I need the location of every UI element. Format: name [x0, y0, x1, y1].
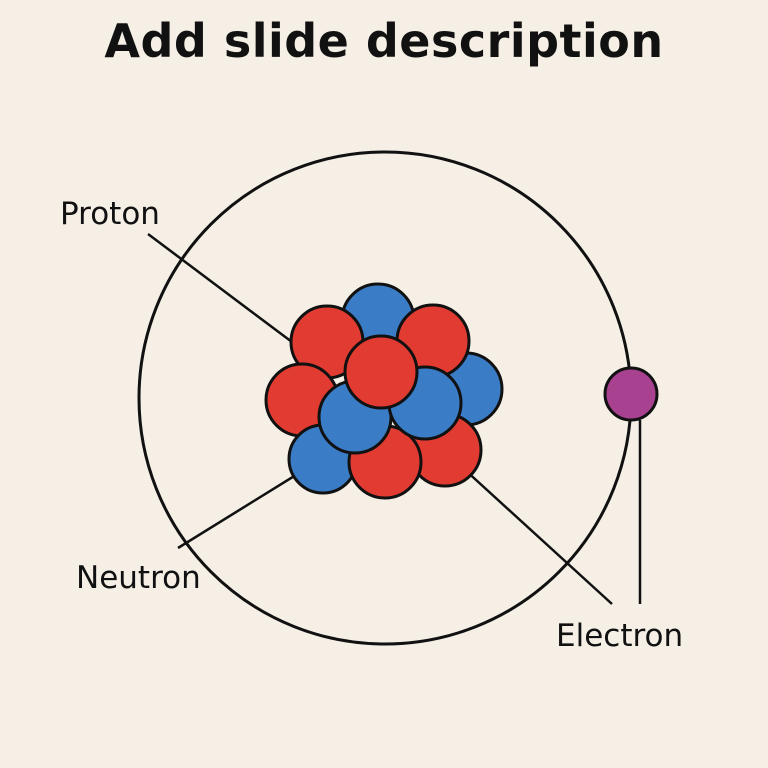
proton-leader-line [147, 233, 301, 349]
electron-label: Electron [556, 618, 683, 654]
neutron-leader-line [177, 468, 305, 550]
electron-sphere [603, 366, 659, 422]
proton-sphere [343, 334, 419, 410]
slide-title[interactable]: Add slide description [104, 14, 664, 68]
nucleus [264, 282, 504, 500]
nucleus-electron-leader-line [451, 457, 613, 605]
proton-label: Proton [60, 196, 160, 232]
neutron-label: Neutron [76, 560, 201, 596]
